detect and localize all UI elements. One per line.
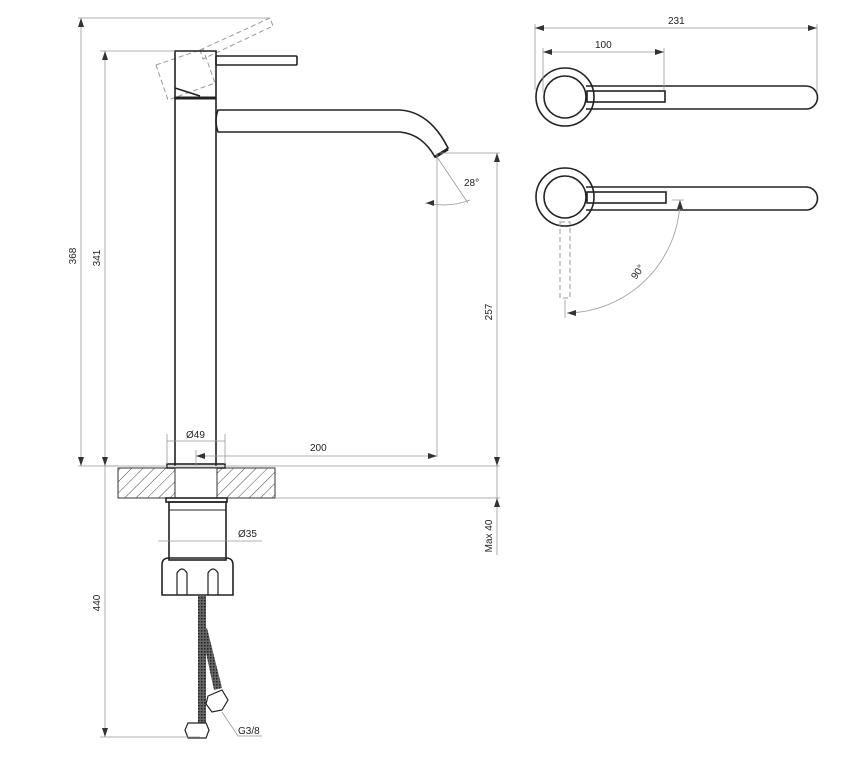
dim-90-deg: 90° (629, 263, 647, 282)
dim-257: 257 (484, 303, 495, 320)
dim-d35: Ø35 (238, 529, 257, 540)
dim-max-40: Max 40 (484, 519, 495, 552)
handle-dashed-rotated (155, 17, 274, 101)
lever (215, 55, 298, 66)
side-view (117, 17, 450, 739)
spout (215, 109, 450, 159)
dim-440: 440 (92, 594, 103, 611)
dim-231: 231 (668, 16, 685, 27)
dim-368: 368 (68, 247, 79, 264)
dim-200: 200 (310, 443, 327, 454)
body (174, 98, 217, 466)
shank (161, 497, 234, 596)
dim-28-deg: 28° (464, 178, 479, 189)
dim-341: 341 (92, 249, 103, 266)
dim-g3-8: G3/8 (238, 726, 260, 737)
supply-hoses (184, 595, 229, 739)
side-dimensions: 368 341 257 28° Ø49 200 Max 40 Ø35 440 G… (68, 17, 500, 738)
dim-100: 100 (595, 40, 612, 51)
top-view-closed: 231 100 (534, 16, 819, 127)
top-view-rotation: 90° (535, 167, 819, 318)
lever-rotated-dashed (559, 221, 571, 299)
handle-block (174, 50, 217, 99)
dim-d49: Ø49 (186, 430, 205, 441)
